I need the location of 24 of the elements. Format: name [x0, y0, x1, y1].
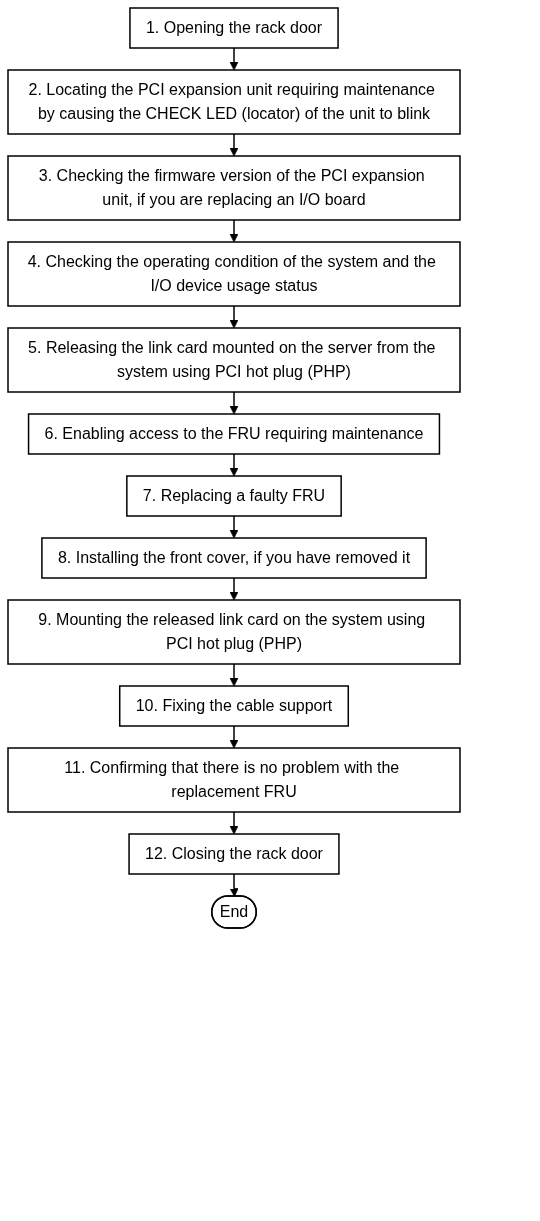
node-box: 5. Releasing the link card mounted on the server from the system using PCI hot plug (PHP) — [7, 327, 461, 393]
node-box: 6. Enabling access to the FRU requiring maintenance — [27, 413, 441, 455]
arrow — [229, 873, 239, 897]
node-box: 10. Fixing the cable support — [118, 685, 350, 727]
arrow — [229, 453, 239, 477]
arrow — [229, 219, 239, 243]
arrow — [229, 577, 239, 601]
node-box: 4. Checking the operating condition of the system and the I/O device usage status — [7, 241, 461, 307]
node-box: 1. Opening the rack door — [129, 7, 339, 49]
node-box: 11. Confirming that there is no problem with the replacement FRU — [7, 747, 461, 813]
node-box: 2. Locating the PCI expansion unit requiring maintenance by causing the CHECK LED (locator) of the unit to blink — [7, 69, 461, 135]
arrow — [229, 663, 239, 687]
arrow — [229, 133, 239, 157]
node-box: 9. Mounting the released link card on the system using PCI hot plug (PHP) — [7, 599, 461, 665]
node-box: 8. Installing the front cover, if you have removed it — [41, 537, 427, 579]
arrow — [229, 725, 239, 749]
arrow — [229, 811, 239, 835]
node-box: 3. Checking the firmware version of the PCI expansion unit, if you are replacing an I/O board — [7, 155, 461, 221]
arrow — [229, 305, 239, 329]
node-box: 7. Replacing a faulty FRU — [126, 475, 342, 517]
node-box: 12. Closing the rack door — [128, 833, 340, 875]
arrow — [229, 47, 239, 71]
arrow — [229, 391, 239, 415]
arrow — [229, 515, 239, 539]
